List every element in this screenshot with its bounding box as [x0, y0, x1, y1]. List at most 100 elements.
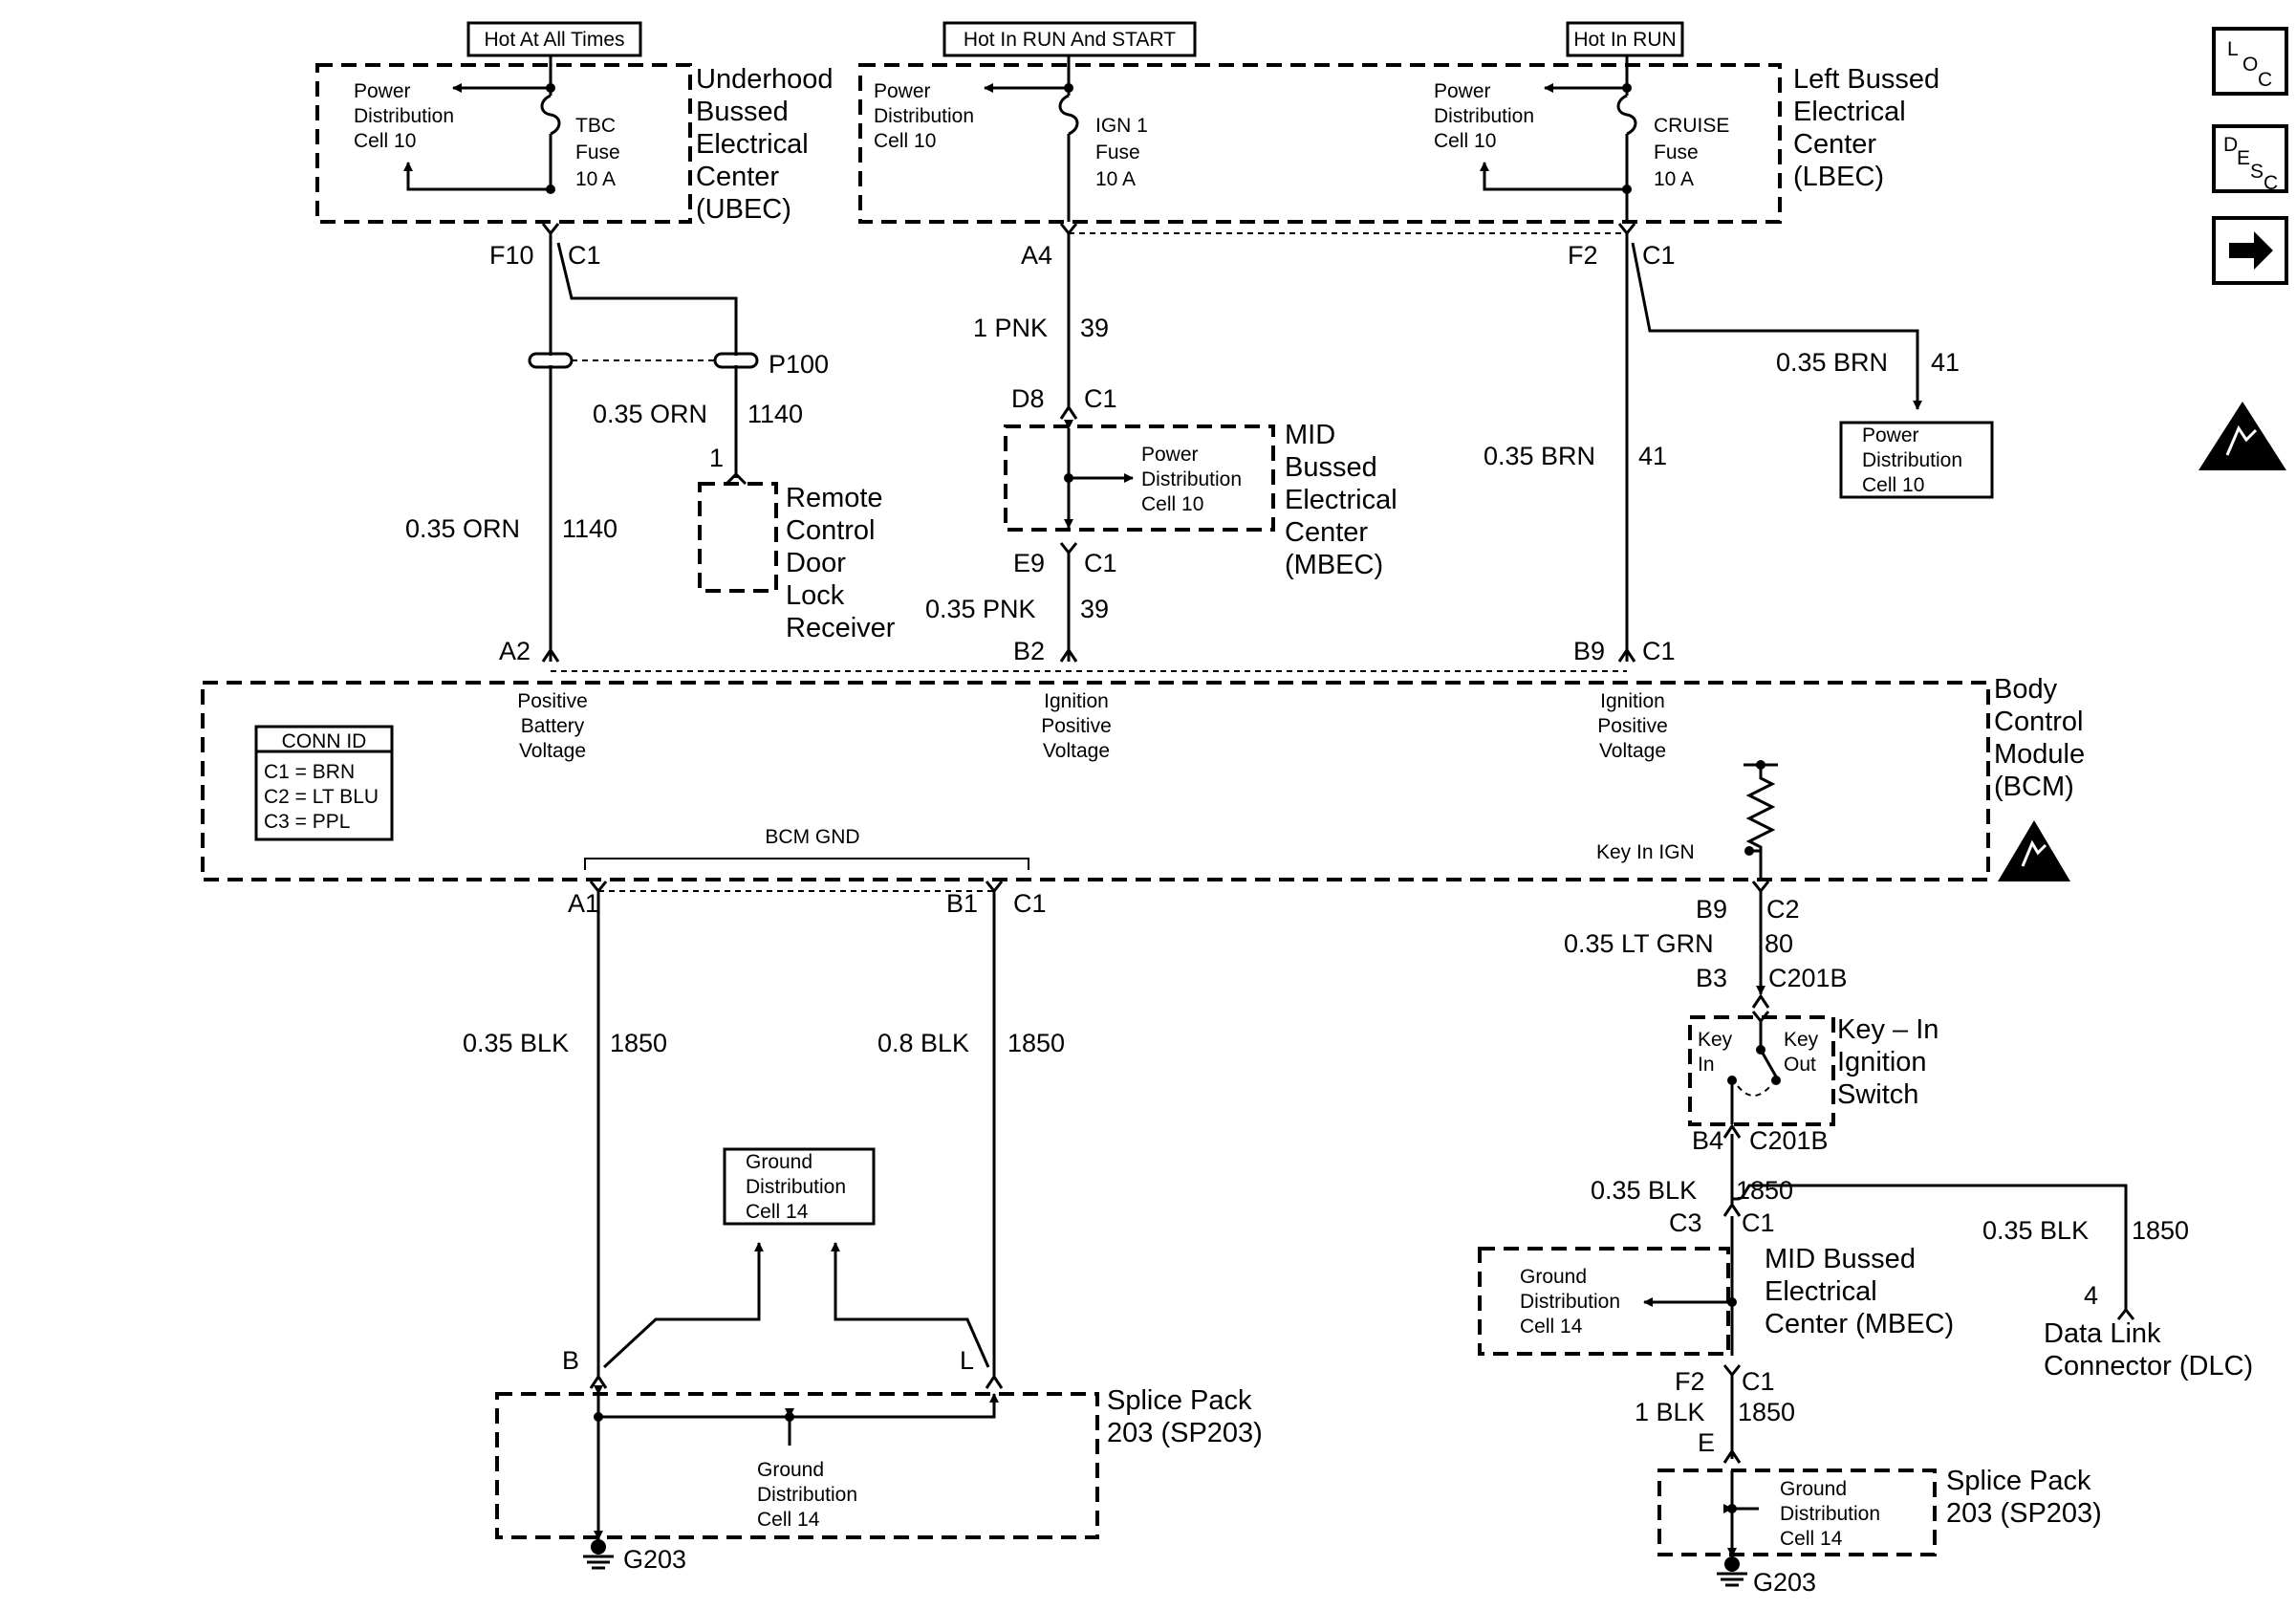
header-hot-run-label: Hot In RUN [1573, 29, 1676, 51]
wire-blk-b4-circuit: 1850 [1736, 1176, 1793, 1205]
wire-blk-f2-gauge: 1 BLK [1635, 1398, 1705, 1426]
svg-text:Power: Power [1141, 444, 1199, 466]
splice-pack-right-title: Splice Pack 203 (SP203) [1946, 1466, 2102, 1529]
svg-text:Center (MBEC): Center (MBEC) [1765, 1309, 1954, 1339]
desc-icon-c: C [2264, 172, 2278, 194]
svg-text:Power: Power [1862, 424, 1919, 446]
svg-text:Positive: Positive [1041, 715, 1112, 737]
svg-text:(BCM): (BCM) [1994, 772, 2074, 802]
mbec-top-box: Power Distribution Cell 10 MID Bussed El… [1004, 420, 1397, 580]
wire-ltgrn-gauge: 0.35 LT GRN [1564, 929, 1714, 958]
circuit-39 [1059, 223, 1134, 663]
svg-text:Distribution: Distribution [757, 1484, 857, 1506]
svg-text:Control: Control [786, 515, 876, 546]
svg-text:Voltage: Voltage [1599, 740, 1666, 762]
ubec-box: Power Distribution Cell 10 TBC Fuse 10 A [315, 55, 692, 224]
mbec-bottom-title: MID Bussed Electrical Center (MBEC) [1765, 1244, 1954, 1339]
conn-b9-c2: B9 [1696, 895, 1727, 924]
ground-g203-right-label: G203 [1753, 1568, 1816, 1597]
loc-icon-c: C [2258, 69, 2272, 91]
svg-text:Key: Key [1784, 1029, 1819, 1051]
dlc-title: Data Link Connector (DLC) [2044, 1318, 2253, 1382]
svg-text:Ignition: Ignition [1837, 1047, 1927, 1077]
lbec-box: Power Distribution Cell 10 IGN 1 Fuse 10… [858, 55, 1782, 224]
wire-blk-dlc-gauge: 0.35 BLK [1982, 1216, 2089, 1245]
conn-b3: B3 [1696, 964, 1727, 992]
conn-f10: F10 [489, 241, 534, 270]
circuit-41 [1617, 223, 1922, 663]
conn-splice-l: L [960, 1346, 974, 1375]
desc-button[interactable]: D E S C [2212, 124, 2288, 194]
wire-ltgrn-circuit: 80 [1765, 929, 1793, 958]
key-in-ignition-switch: Key In Key Out [1688, 1011, 1835, 1126]
conn-a4: A4 [1021, 241, 1052, 270]
svg-text:Distribution: Distribution [874, 105, 974, 127]
svg-text:Splice Pack: Splice Pack [1946, 1466, 2091, 1496]
svg-text:10 A: 10 A [1654, 168, 1694, 190]
svg-text:Splice Pack: Splice Pack [1107, 1385, 1252, 1416]
svg-text:Cell 10: Cell 10 [1141, 493, 1203, 515]
svg-text:Bussed: Bussed [1285, 452, 1377, 483]
tbc-fuse-name: TBC [575, 115, 616, 137]
svg-text:(UBEC): (UBEC) [696, 194, 791, 225]
svg-text:IGN 1: IGN 1 [1095, 115, 1148, 137]
svg-text:Ignition: Ignition [1600, 690, 1665, 712]
loc-button[interactable]: L O C [2212, 27, 2288, 96]
esd-warning-icon [1998, 820, 2070, 881]
svg-text:Cell 14: Cell 14 [746, 1201, 809, 1223]
svg-text:Center: Center [696, 162, 779, 192]
svg-text:Center: Center [1793, 129, 1876, 160]
svg-text:Distribution: Distribution [1434, 105, 1534, 127]
conn-c1-f2: C1 [1642, 241, 1676, 270]
svg-text:Electrical: Electrical [696, 129, 809, 160]
conn-b2: B2 [1013, 637, 1045, 665]
conn-pin1: 1 [709, 444, 724, 472]
svg-text:Module: Module [1994, 739, 2085, 770]
svg-text:Out: Out [1784, 1054, 1816, 1076]
svg-text:Center: Center [1285, 517, 1368, 548]
svg-text:Key: Key [1698, 1029, 1733, 1051]
next-page-button[interactable] [2212, 216, 2288, 285]
arrow-right-icon [2229, 231, 2273, 270]
svg-text:Distribution: Distribution [746, 1176, 846, 1198]
svg-text:Ignition: Ignition [1044, 690, 1109, 712]
ground-g203-left-icon: G203 [583, 1539, 686, 1574]
desc-icon-e: E [2237, 147, 2250, 169]
wire-pnk-upper-circuit: 39 [1080, 314, 1109, 342]
remote-control-door-lock-receiver: Remote Control Door Lock Receiver [698, 482, 896, 643]
svg-text:In: In [1698, 1054, 1715, 1076]
desc-icon-s: S [2250, 161, 2264, 183]
svg-text:Cell 10: Cell 10 [874, 130, 936, 152]
svg-text:Positive: Positive [1597, 715, 1668, 737]
conn-c1-e9: C1 [1084, 549, 1117, 577]
svg-text:10 A: 10 A [1095, 168, 1136, 190]
conn-c201b-top: C201B [1768, 964, 1848, 992]
wire-brn-branch-gauge: 0.35 BRN [1776, 348, 1888, 377]
svg-text:Ground: Ground [746, 1151, 812, 1173]
ubec-pdc-line1: Power [354, 80, 411, 102]
svg-text:Distribution: Distribution [1141, 468, 1242, 490]
pdc-cell10-box: Power Distribution Cell 10 [1839, 421, 1994, 499]
conn-f2-mbec: F2 [1675, 1367, 1705, 1396]
conn-splice-b: B [562, 1346, 579, 1375]
svg-text:Distribution: Distribution [1862, 449, 1962, 471]
svg-text:Bussed: Bussed [696, 97, 789, 127]
svg-text:Fuse: Fuse [1654, 141, 1699, 163]
circuit-1850-left [589, 881, 1004, 1389]
svg-text:Body: Body [1994, 674, 2058, 705]
wire-blk-f2-circuit: 1850 [1738, 1398, 1795, 1426]
conn-e9: E9 [1013, 549, 1045, 577]
svg-text:Ground: Ground [1520, 1266, 1587, 1288]
header-hot-run: Hot In RUN [1566, 21, 1684, 57]
svg-text:203 (SP203): 203 (SP203) [1107, 1418, 1263, 1448]
svg-text:Electrical: Electrical [1793, 97, 1906, 127]
desc-icon-d: D [2223, 134, 2238, 156]
svg-text:CRUISE: CRUISE [1654, 115, 1729, 137]
conn-c2: C2 [1766, 895, 1800, 924]
conn-c201b-bot: C201B [1749, 1126, 1829, 1155]
conn-c1-c3: C1 [1742, 1208, 1775, 1237]
header-hot-run-start: Hot In RUN And START [942, 21, 1197, 57]
svg-text:Ground: Ground [757, 1459, 824, 1481]
svg-text:Control: Control [1994, 707, 2084, 737]
svg-text:Power: Power [1434, 80, 1491, 102]
